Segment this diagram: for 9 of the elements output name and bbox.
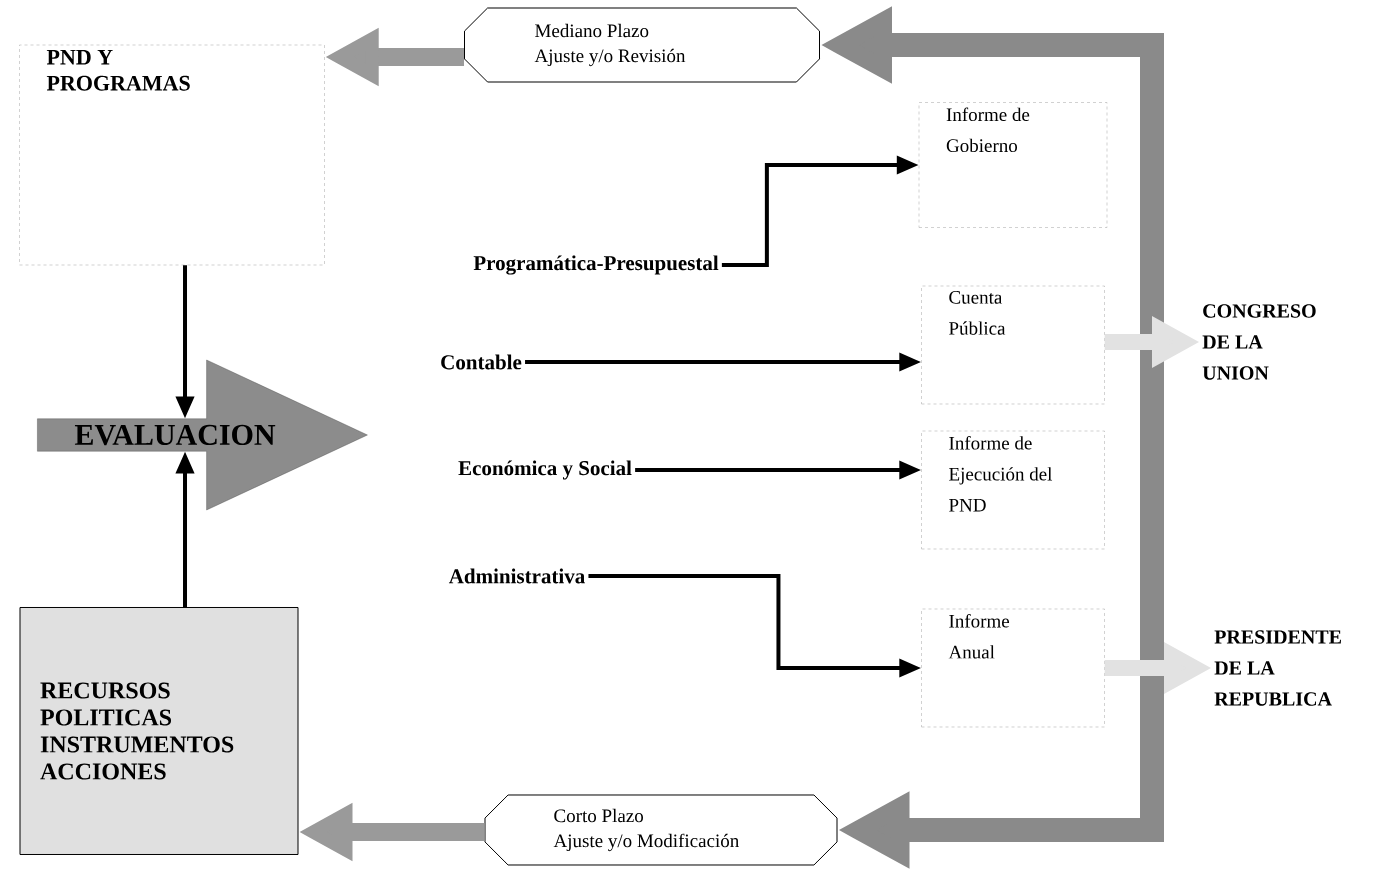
text-box: RECURSOS POLITICAS INSTRUMENTOS ACCIONES [19, 607, 299, 855]
category-label: Contable [441, 354, 522, 370]
hexagon-box: Corto Plazo Ajuste y/o Modificación [484, 794, 838, 866]
category-label: Programática-Presupuestal [473, 255, 719, 275]
destination-label: PRESIDENTE DE LA REPUBLICA [1214, 630, 1341, 706]
destination-label: CONGRESO DE LA UNION [1202, 304, 1316, 380]
hexagon-box: Mediano Plazo Ajuste y/o Revisión [464, 7, 820, 83]
category-label: Administrativa [448, 568, 585, 584]
category-label: Económica y Social [458, 460, 632, 480]
